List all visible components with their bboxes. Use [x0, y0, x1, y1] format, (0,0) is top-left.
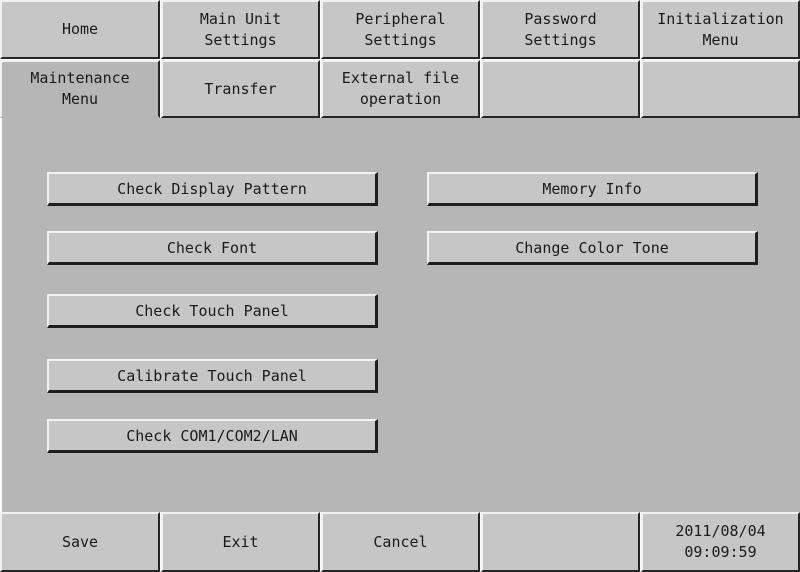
time-text: 09:09:59: [684, 543, 757, 561]
tab-maintenance-menu[interactable]: Maintenance Menu: [0, 60, 160, 118]
save-button[interactable]: Save: [0, 512, 160, 572]
blank-button[interactable]: [481, 512, 640, 572]
bottom-bar: Save Exit Cancel 2011/08/04 09:09:59: [0, 512, 800, 572]
tab-initialization-menu[interactable]: Initialization Menu: [641, 0, 800, 59]
tab-main-unit-settings[interactable]: Main Unit Settings: [161, 0, 320, 59]
change-color-tone-button[interactable]: Change Color Tone: [427, 231, 758, 265]
exit-button[interactable]: Exit: [161, 512, 320, 572]
date-text: 2011/08/04: [675, 522, 766, 540]
check-com-lan-button[interactable]: Check COM1/COM2/LAN: [47, 419, 378, 453]
tab-password-settings[interactable]: Password Settings: [481, 0, 640, 59]
calibrate-touch-panel-button[interactable]: Calibrate Touch Panel: [47, 359, 378, 393]
datetime-display: 2011/08/04 09:09:59: [641, 512, 800, 572]
cancel-button[interactable]: Cancel: [321, 512, 480, 572]
tab-empty-1[interactable]: [481, 60, 640, 118]
tab-peripheral-settings[interactable]: Peripheral Settings: [321, 0, 480, 59]
tab-transfer[interactable]: Transfer: [161, 60, 320, 118]
tab-external-file-operation[interactable]: External file operation: [321, 60, 480, 118]
check-touch-panel-button[interactable]: Check Touch Panel: [47, 294, 378, 328]
tab-empty-2[interactable]: [641, 60, 800, 118]
memory-info-button[interactable]: Memory Info: [427, 172, 758, 206]
tab-home[interactable]: Home: [0, 0, 160, 59]
check-display-pattern-button[interactable]: Check Display Pattern: [47, 172, 378, 206]
maintenance-panel: Check Display Pattern Check Font Check T…: [0, 118, 800, 512]
menu-tab-grid: Home Main Unit Settings Peripheral Setti…: [0, 0, 800, 118]
check-font-button[interactable]: Check Font: [47, 231, 378, 265]
